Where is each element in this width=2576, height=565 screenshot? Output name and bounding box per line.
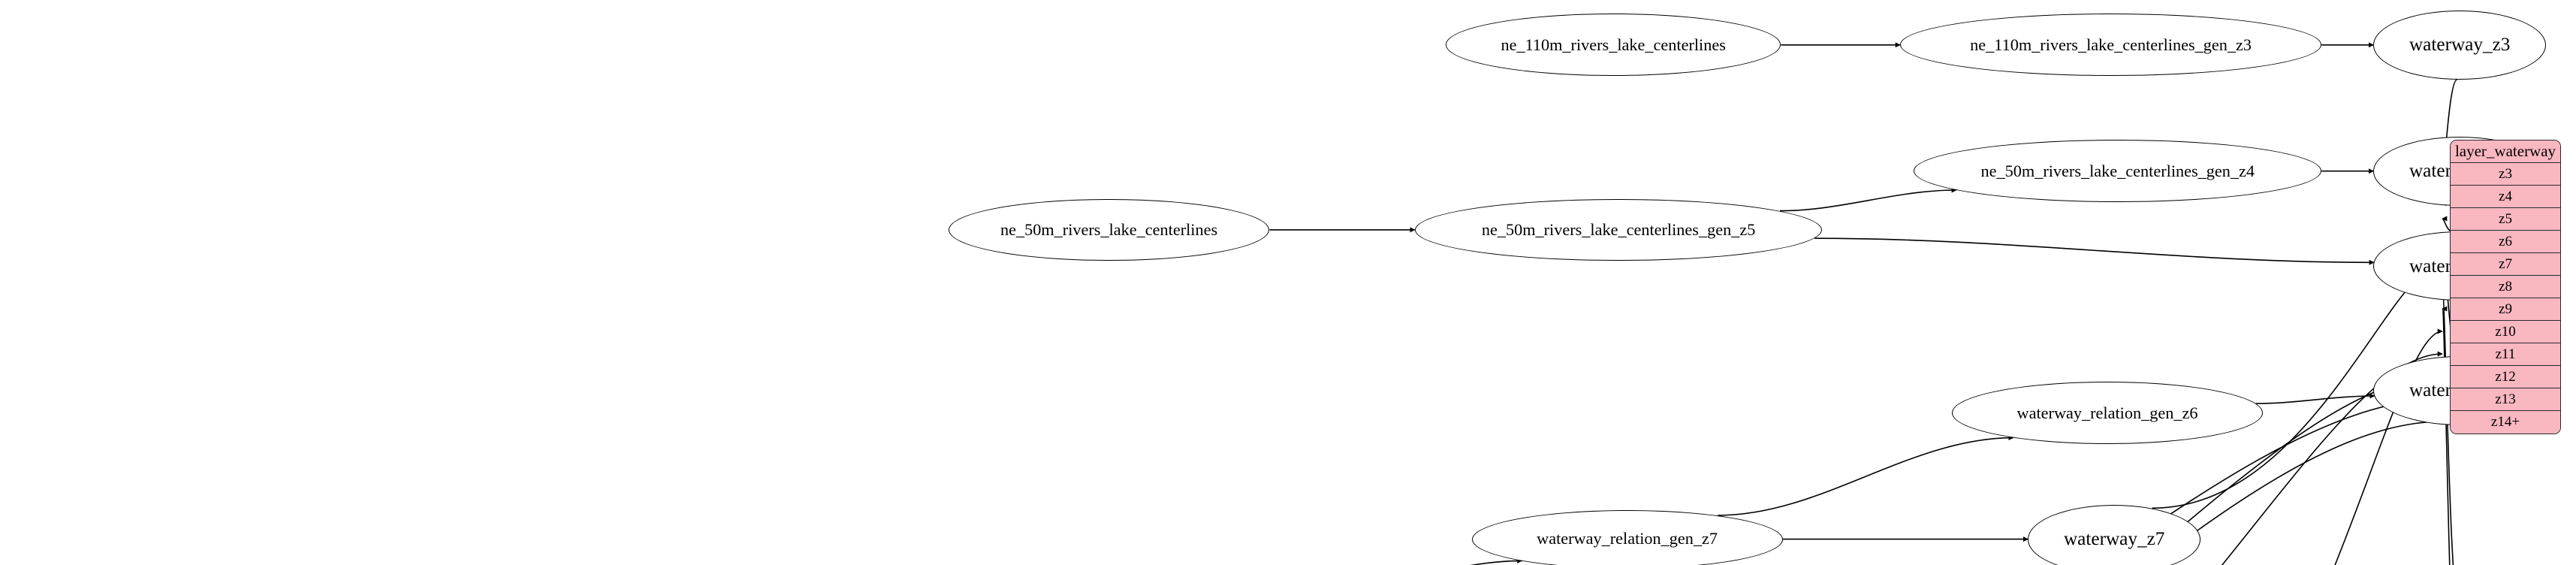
graph-node-ne-50m-rivers-lake-centerlines[interactable]: ne_50m_rivers_lake_centerlines: [948, 198, 1270, 261]
layer-table-row-z11[interactable]: z11: [2451, 343, 2560, 366]
graph-node-label: waterway_z3: [2409, 35, 2511, 56]
layer-table-row-z6[interactable]: z6: [2451, 231, 2560, 253]
graph-node-label: ne_110m_rivers_lake_centerlines: [1501, 35, 1726, 54]
graph-node-label: ne_50m_rivers_lake_centerlines: [1000, 219, 1218, 239]
layer-table-row-z7[interactable]: z7: [2451, 253, 2560, 276]
graph-node-waterway-z3[interactable]: waterway_z3: [2373, 10, 2547, 80]
layer-table-header: layer_waterway: [2451, 140, 2560, 163]
graph-node-ne-50m-rivers-lake-centerlines-gen-z4[interactable]: ne_50m_rivers_lake_centerlines_gen_z4: [1914, 140, 2322, 203]
layer-table-row-z4[interactable]: z4: [2451, 186, 2560, 208]
layer-table-row-z3[interactable]: z3: [2451, 163, 2560, 186]
layer-table-row-z14plus[interactable]: z14+: [2451, 411, 2560, 434]
layer-table-row-z5[interactable]: z5: [2451, 208, 2560, 231]
graph-node-ne-50m-rivers-lake-centerlines-gen-z5[interactable]: ne_50m_rivers_lake_centerlines_gen_z5: [1414, 198, 1823, 261]
graph-node-label: waterway_relation_gen_z7: [1537, 529, 1718, 548]
graph-node-label: ne_50m_rivers_lake_centerlines_gen_z5: [1481, 219, 1756, 239]
graph-node-label: waterway_relation_gen_z6: [2016, 403, 2198, 422]
layer-table-row-z13[interactable]: z13: [2451, 388, 2560, 411]
graph-node-label: ne_110m_rivers_lake_centerlines_gen_z3: [1970, 35, 2252, 54]
layer-table-row-z8[interactable]: z8: [2451, 276, 2560, 298]
layer-table-row-z9[interactable]: z9: [2451, 298, 2560, 321]
layer-table-row-z12[interactable]: z12: [2451, 366, 2560, 388]
layer-table-row-z10[interactable]: z10: [2451, 321, 2560, 343]
graph-node-waterway-relation-gen-z6[interactable]: waterway_relation_gen_z6: [1952, 382, 2263, 445]
graph-node-label: ne_50m_rivers_lake_centerlines_gen_z4: [1980, 161, 2255, 180]
graph-node-ne-110m-rivers-lake-centerlines[interactable]: ne_110m_rivers_lake_centerlines: [1446, 14, 1781, 77]
graph-node-ne-110m-rivers-lake-centerlines-gen-z3[interactable]: ne_110m_rivers_lake_centerlines_gen_z3: [1900, 14, 2322, 77]
graph-node-waterway-relation-gen-z7[interactable]: waterway_relation_gen_z7: [1471, 509, 1783, 565]
graph-node-waterway-z7[interactable]: waterway_z7: [2028, 504, 2201, 565]
graph-node-label: waterway_z7: [2063, 528, 2165, 549]
